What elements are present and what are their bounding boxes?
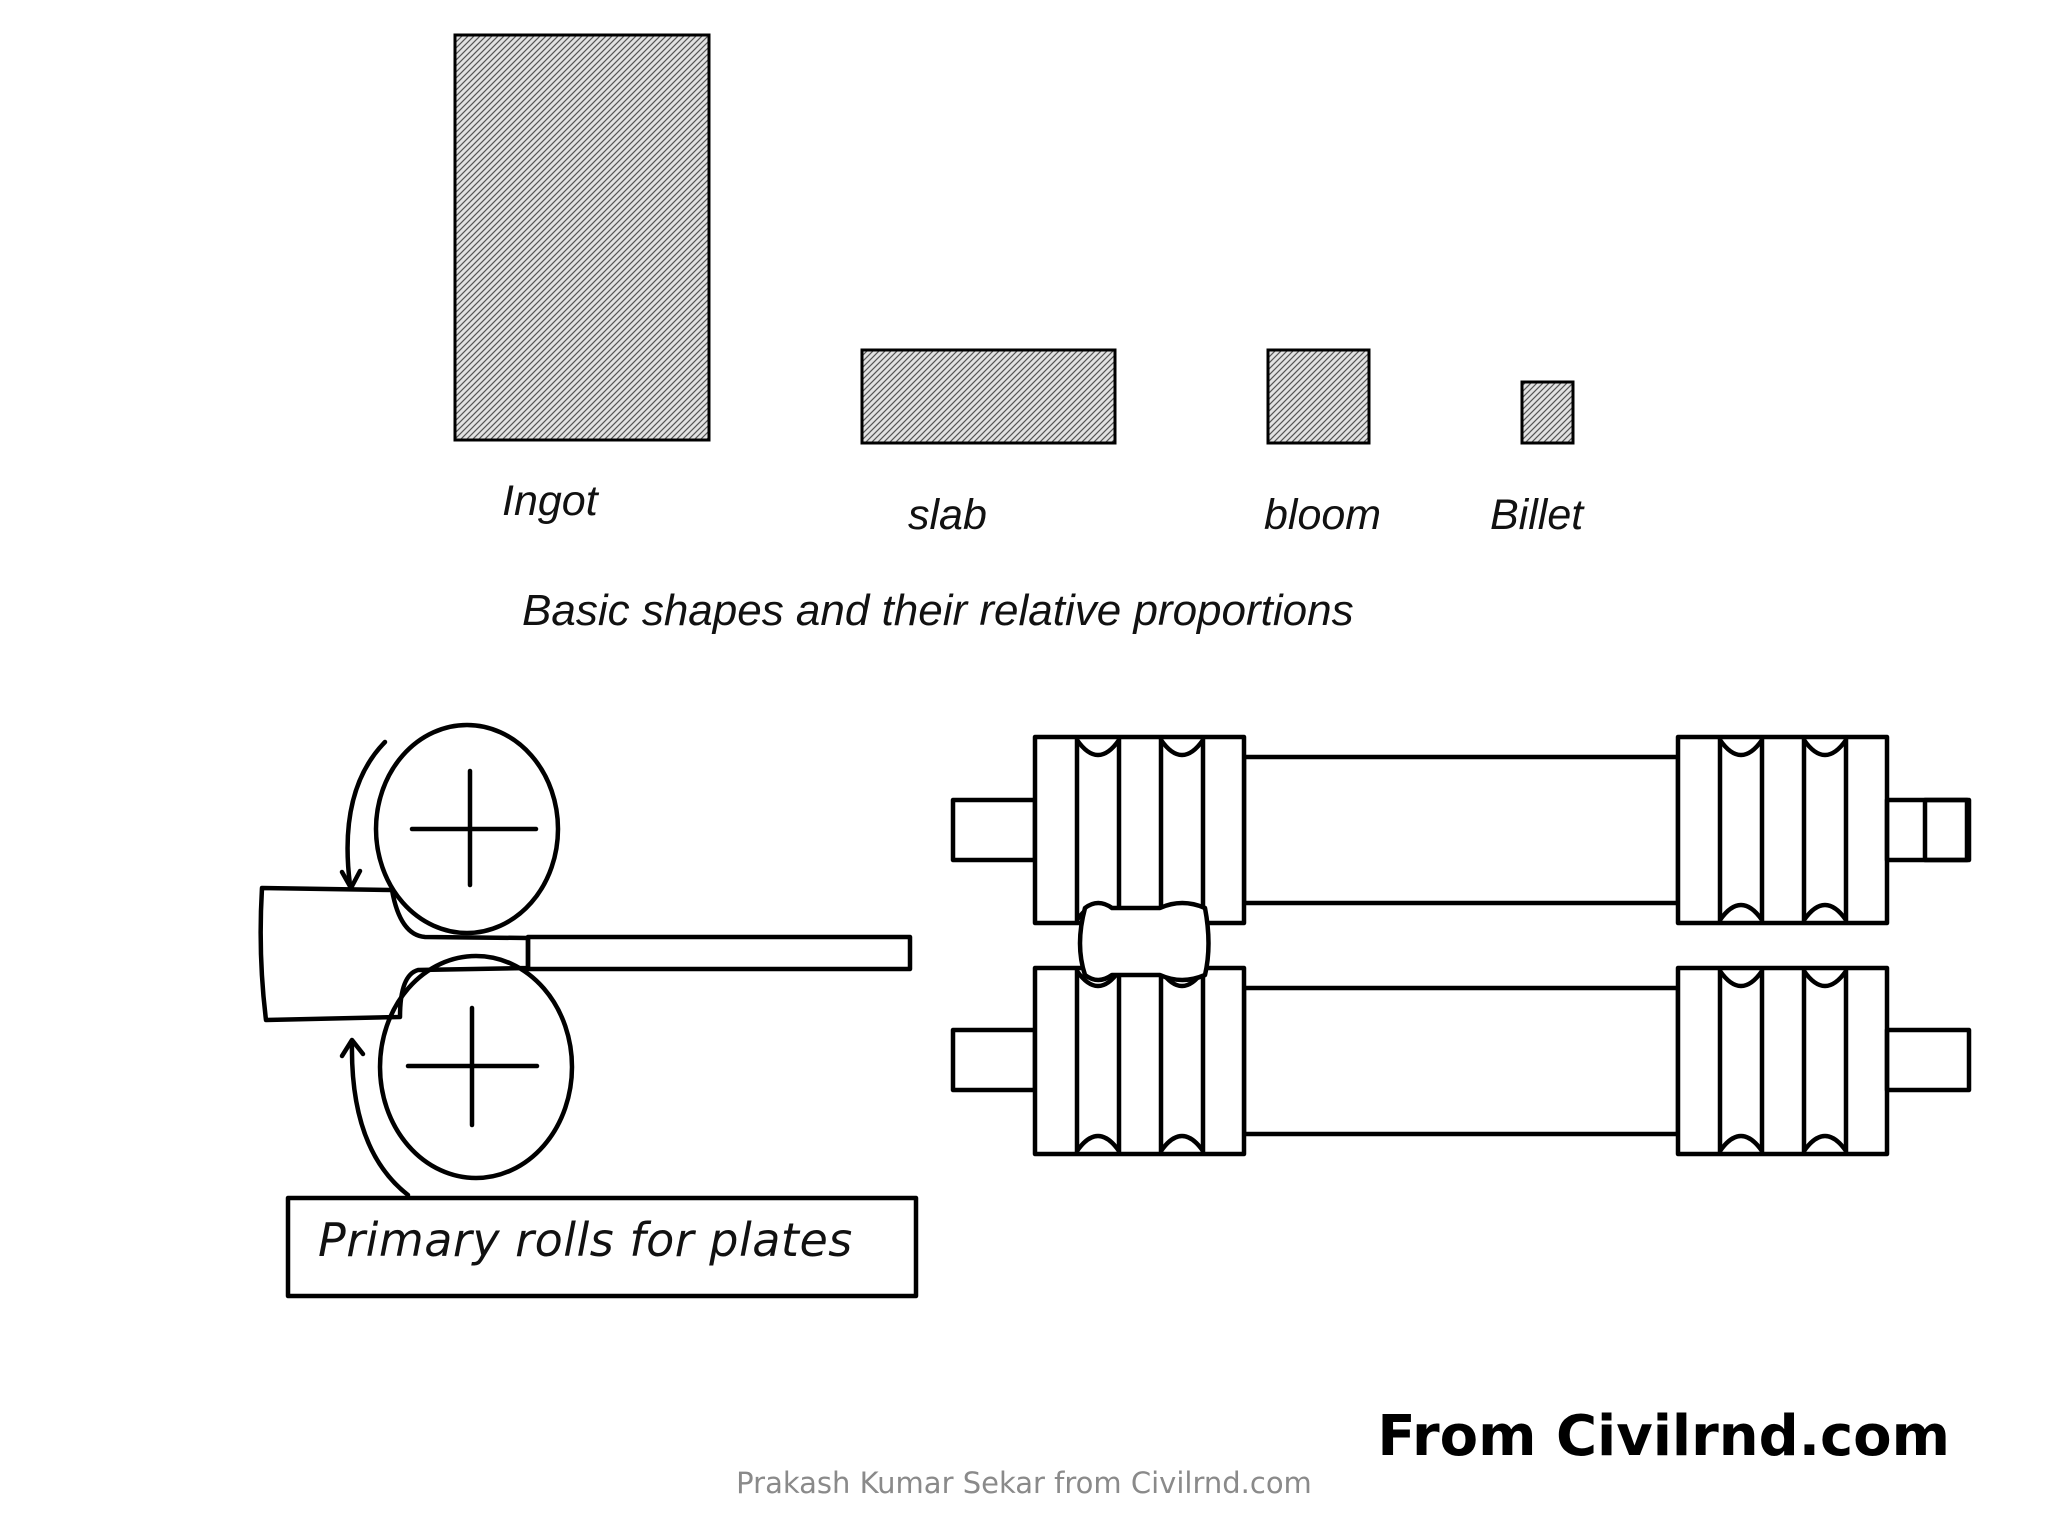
shaped-bar [1077,900,1211,983]
upper-roll [373,722,561,936]
primary-rolls-illustration [258,722,919,1299]
workpiece-thick [258,885,531,1023]
rolled-plate [525,934,913,972]
lower-rotation-arrow [349,1039,411,1198]
lower-roll [377,953,575,1181]
billet-block [1520,380,1575,445]
ingot-block [453,33,711,442]
source-credit: From Civilrnd.com [1377,1404,1950,1469]
primary-rolls-label: Primary rolls for plates [318,1213,853,1267]
author-credit: Prakash Kumar Sekar from Civilrnd.com [736,1466,1312,1500]
bloom-block [1266,348,1371,445]
rolls-label-box [285,1195,919,1299]
upper-rotation-arrow [345,739,388,888]
shapes-caption: Basic shapes and their relative proporti… [522,586,1354,635]
ingot-label: Ingot [502,477,598,525]
bloom-label: bloom [1264,491,1382,539]
slab-label: slab [908,491,987,539]
slab-block [860,348,1117,445]
billet-label: Billet [1490,491,1584,539]
grooved-rolls-illustration [950,734,1972,1157]
